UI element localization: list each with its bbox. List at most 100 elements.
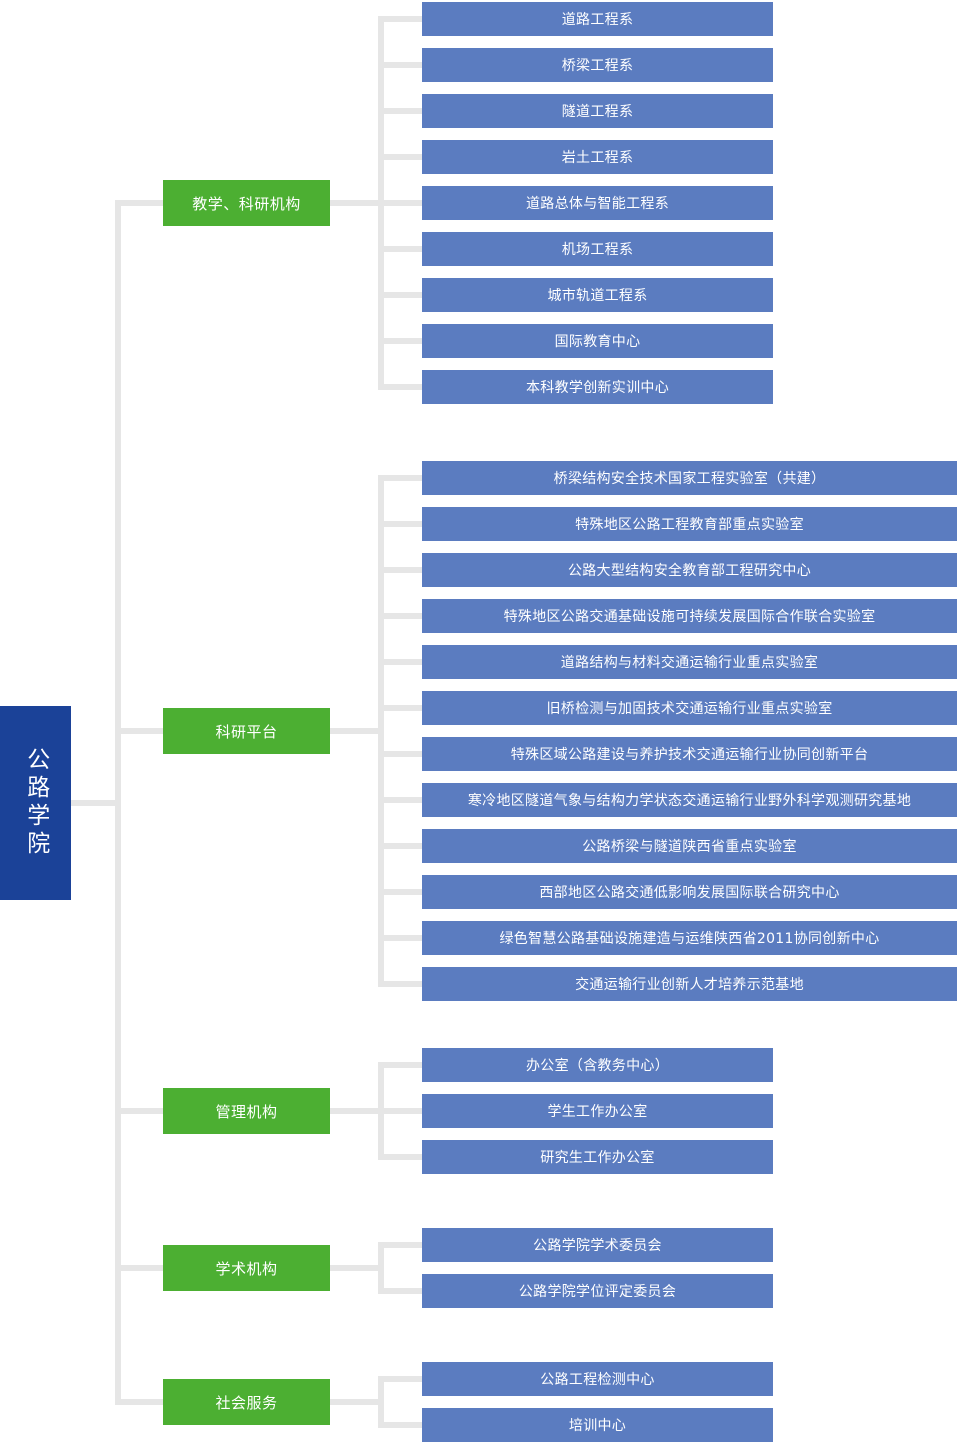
connector-leaf-stub <box>378 475 428 481</box>
connector-leaf-stub <box>378 797 428 803</box>
leaf-node[interactable]: 本科教学创新实训中心 <box>422 370 773 404</box>
connector-category-to-group <box>330 200 384 206</box>
category-node-label: 学术机构 <box>215 1259 278 1278</box>
connector-leaf-stub <box>378 62 428 68</box>
leaf-node-label: 寒冷地区隧道气象与结构力学状态交通运输行业野外科学观测研究基地 <box>467 793 912 809</box>
connector-leaf-stub <box>378 1376 428 1382</box>
connector-leaf-stub <box>378 16 428 22</box>
leaf-node[interactable]: 国际教育中心 <box>422 324 773 358</box>
leaf-node-label: 特殊地区公路交通基础设施可持续发展国际合作联合实验室 <box>503 609 876 625</box>
connector-leaf-stub <box>378 843 428 849</box>
category-node[interactable]: 学术机构 <box>163 1245 330 1291</box>
connector-leaf-stub <box>378 889 428 895</box>
leaf-node[interactable]: 特殊地区公路工程教育部重点实验室 <box>422 507 957 541</box>
leaf-node-label: 公路大型结构安全教育部工程研究中心 <box>567 563 812 579</box>
leaf-node[interactable]: 桥梁结构安全技术国家工程实验室（共建） <box>422 461 957 495</box>
leaf-node[interactable]: 公路桥梁与隧道陕西省重点实验室 <box>422 829 957 863</box>
leaf-node-label: 机场工程系 <box>561 242 634 258</box>
connector-leaf-stub <box>378 246 428 252</box>
leaf-node-label: 交通运输行业创新人才培养示范基地 <box>575 977 804 993</box>
connector-leaf-stub <box>378 1062 428 1068</box>
leaf-node-label: 学生工作办公室 <box>547 1104 648 1120</box>
leaf-node[interactable]: 机场工程系 <box>422 232 773 266</box>
leaf-node-label: 培训中心 <box>568 1418 627 1434</box>
leaf-node[interactable]: 寒冷地区隧道气象与结构力学状态交通运输行业野外科学观测研究基地 <box>422 783 957 817</box>
leaf-node[interactable]: 特殊区域公路建设与养护技术交通运输行业协同创新平台 <box>422 737 957 771</box>
connector-root-to-category <box>115 728 163 734</box>
connector-leaf-stub <box>378 1242 428 1248</box>
connector-root-to-category <box>115 1265 163 1271</box>
leaf-node[interactable]: 西部地区公路交通低影响发展国际联合研究中心 <box>422 875 957 909</box>
connector-leaf-stub <box>378 981 428 987</box>
leaf-node[interactable]: 公路学院学术委员会 <box>422 1228 773 1262</box>
leaf-node-label: 道路结构与材料交通运输行业重点实验室 <box>560 655 819 671</box>
leaf-node[interactable]: 绿色智慧公路基础设施建造与运维陕西省2011协同创新中心 <box>422 921 957 955</box>
leaf-node[interactable]: 特殊地区公路交通基础设施可持续发展国际合作联合实验室 <box>422 599 957 633</box>
leaf-node[interactable]: 道路结构与材料交通运输行业重点实验室 <box>422 645 957 679</box>
leaf-node-label: 桥梁工程系 <box>561 58 634 74</box>
leaf-node-label: 城市轨道工程系 <box>547 288 648 304</box>
connector-leaf-stub <box>378 705 428 711</box>
leaf-node-label: 公路桥梁与隧道陕西省重点实验室 <box>582 839 797 855</box>
leaf-node-label: 隧道工程系 <box>561 104 634 120</box>
connector-leaf-stub <box>378 154 428 160</box>
connector-leaf-stub <box>378 200 428 206</box>
connector-category-to-group <box>330 1265 384 1271</box>
leaf-node[interactable]: 公路大型结构安全教育部工程研究中心 <box>422 553 957 587</box>
connector-leaf-stub <box>378 1108 428 1114</box>
leaf-node-label: 西部地区公路交通低影响发展国际联合研究中心 <box>539 885 840 901</box>
connector-leaf-stub <box>378 567 428 573</box>
leaf-node[interactable]: 交通运输行业创新人才培养示范基地 <box>422 967 957 1001</box>
connector-leaf-stub <box>378 659 428 665</box>
leaf-node[interactable]: 城市轨道工程系 <box>422 278 773 312</box>
leaf-node-label: 公路学院学术委员会 <box>533 1238 662 1254</box>
leaf-node-label: 绿色智慧公路基础设施建造与运维陕西省2011协同创新中心 <box>499 931 880 947</box>
leaf-node-label: 特殊地区公路工程教育部重点实验室 <box>575 517 804 533</box>
connector-root-stub <box>71 800 121 806</box>
category-node[interactable]: 社会服务 <box>163 1379 330 1425</box>
leaf-node-label: 公路学院学位评定委员会 <box>518 1284 677 1300</box>
root-node-label: 公路学院 <box>22 747 49 859</box>
category-node[interactable]: 教学、科研机构 <box>163 180 330 226</box>
leaf-node[interactable]: 岩土工程系 <box>422 140 773 174</box>
connector-leaf-stub <box>378 751 428 757</box>
leaf-node[interactable]: 公路学院学位评定委员会 <box>422 1274 773 1308</box>
leaf-node-label: 办公室（含教务中心） <box>526 1058 669 1074</box>
connector-root-to-category <box>115 200 163 206</box>
leaf-node-label: 研究生工作办公室 <box>540 1150 655 1166</box>
leaf-node[interactable]: 培训中心 <box>422 1408 773 1442</box>
leaf-node-label: 特殊区域公路建设与养护技术交通运输行业协同创新平台 <box>510 747 869 763</box>
connector-leaf-stub <box>378 1288 428 1294</box>
leaf-node[interactable]: 学生工作办公室 <box>422 1094 773 1128</box>
leaf-node[interactable]: 桥梁工程系 <box>422 48 773 82</box>
leaf-node-label: 国际教育中心 <box>554 334 641 350</box>
leaf-node[interactable]: 旧桥检测与加固技术交通运输行业重点实验室 <box>422 691 957 725</box>
leaf-node[interactable]: 公路工程检测中心 <box>422 1362 773 1396</box>
connector-root-to-category <box>115 1108 163 1114</box>
leaf-node-label: 道路工程系 <box>561 12 634 28</box>
leaf-node-label: 旧桥检测与加固技术交通运输行业重点实验室 <box>546 701 833 717</box>
category-node-label: 社会服务 <box>215 1393 278 1412</box>
leaf-node[interactable]: 道路工程系 <box>422 2 773 36</box>
connector-category-to-group <box>330 1399 384 1405</box>
category-node-label: 科研平台 <box>215 722 278 741</box>
leaf-node[interactable]: 道路总体与智能工程系 <box>422 186 773 220</box>
connector-leaf-stub <box>378 292 428 298</box>
connector-category-to-group <box>330 728 384 734</box>
connector-leaf-stub <box>378 935 428 941</box>
connector-leaf-stub <box>378 613 428 619</box>
leaf-node-label: 公路工程检测中心 <box>540 1372 655 1388</box>
connector-leaf-stub <box>378 1422 428 1428</box>
leaf-node[interactable]: 研究生工作办公室 <box>422 1140 773 1174</box>
leaf-node[interactable]: 隧道工程系 <box>422 94 773 128</box>
connector-leaf-stub <box>378 338 428 344</box>
category-node[interactable]: 管理机构 <box>163 1088 330 1134</box>
leaf-node[interactable]: 办公室（含教务中心） <box>422 1048 773 1082</box>
root-node-gonglu-xueyuan[interactable]: 公路学院 <box>0 706 71 900</box>
leaf-node-label: 道路总体与智能工程系 <box>526 196 669 212</box>
connector-leaf-stub <box>378 1154 428 1160</box>
category-node-label: 教学、科研机构 <box>192 194 301 213</box>
category-node[interactable]: 科研平台 <box>163 708 330 754</box>
connector-leaf-stub <box>378 108 428 114</box>
